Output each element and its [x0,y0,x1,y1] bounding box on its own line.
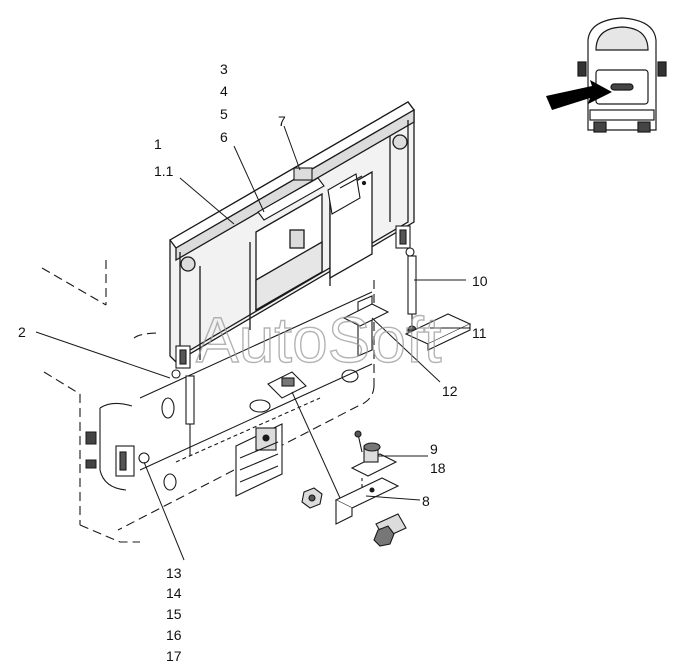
callout-1: 1 [154,136,162,152]
callout-11: 11 [472,325,487,341]
callout-5: 5 [220,106,228,122]
bus-rear-thumbnail [577,17,667,133]
callout-3: 3 [220,61,228,77]
callout-14: 14 [166,585,182,601]
callout-10: 10 [472,273,488,289]
location-arrow [546,80,612,110]
latch-plate [267,371,307,399]
latch-hardware-exploded [301,430,407,547]
lower-hinge-bracket [115,445,150,477]
rear-bumper [139,291,373,491]
callout-18: 18 [430,460,446,476]
callout-16: 16 [166,627,182,643]
callout-9: 9 [430,441,438,457]
door-stop-bracket [342,295,390,357]
callout-15: 15 [166,606,182,622]
callout-4: 4 [220,83,228,99]
callout-2: 2 [18,324,26,340]
callout-12: 12 [442,383,458,399]
lock-mechanism [257,167,367,221]
bus-body-outline [41,260,375,543]
watermark: AutoSoft [196,304,442,376]
callout-labels: 3 4 5 6 7 1 1.1 2 10 11 12 9 18 8 13 14 … [18,61,488,664]
callout-6: 6 [220,129,228,145]
rear-door-panel [169,101,415,363]
callout-17: 17 [166,648,182,664]
callout-7: 7 [278,113,286,129]
callout-1-1: 1.1 [154,163,174,179]
tow-hitch [235,423,283,497]
strut-lower-bracket [404,313,472,351]
leader-lines [35,125,470,561]
side-lamp [85,431,97,469]
callout-13: 13 [166,565,182,581]
callout-8: 8 [422,493,430,509]
